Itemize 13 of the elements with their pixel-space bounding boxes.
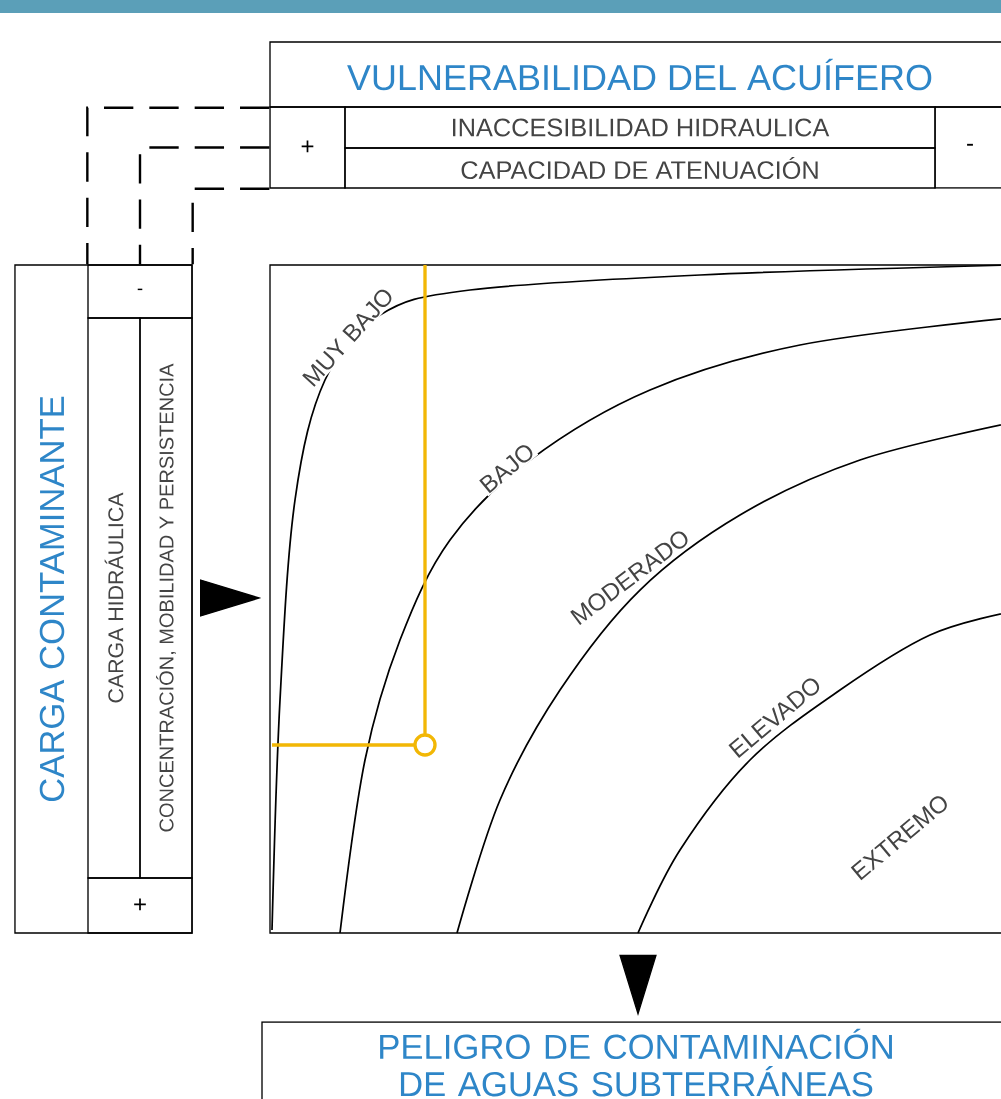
sign-cell: -: [87, 264, 193, 319]
sign-cell: +: [269, 106, 346, 189]
factor-row: CAPACIDAD DE ATENUACIÓN: [344, 147, 936, 189]
dashed-connector: [138, 146, 270, 265]
factor-row: INACCESIBILIDAD HIDRAULICA: [344, 106, 936, 149]
factor-column: CARGA HIDRÁULICA: [87, 317, 141, 879]
dashed-connector: [86, 106, 270, 265]
title-box: VULNERABILIDAD DEL ACUÍFERO: [269, 41, 1001, 108]
sign-cell: +: [87, 877, 193, 934]
sign-cell: -: [934, 106, 1001, 189]
dashed-connector: [191, 187, 270, 265]
factor-column: CONCENTRACIÓN, MOBILIDAD Y PERSISTENCIA: [139, 317, 193, 879]
result-box: PELIGRO DE CONTAMINACIÓN DE AGUAS SUBTERRÁNEAS: [261, 1021, 1001, 1099]
